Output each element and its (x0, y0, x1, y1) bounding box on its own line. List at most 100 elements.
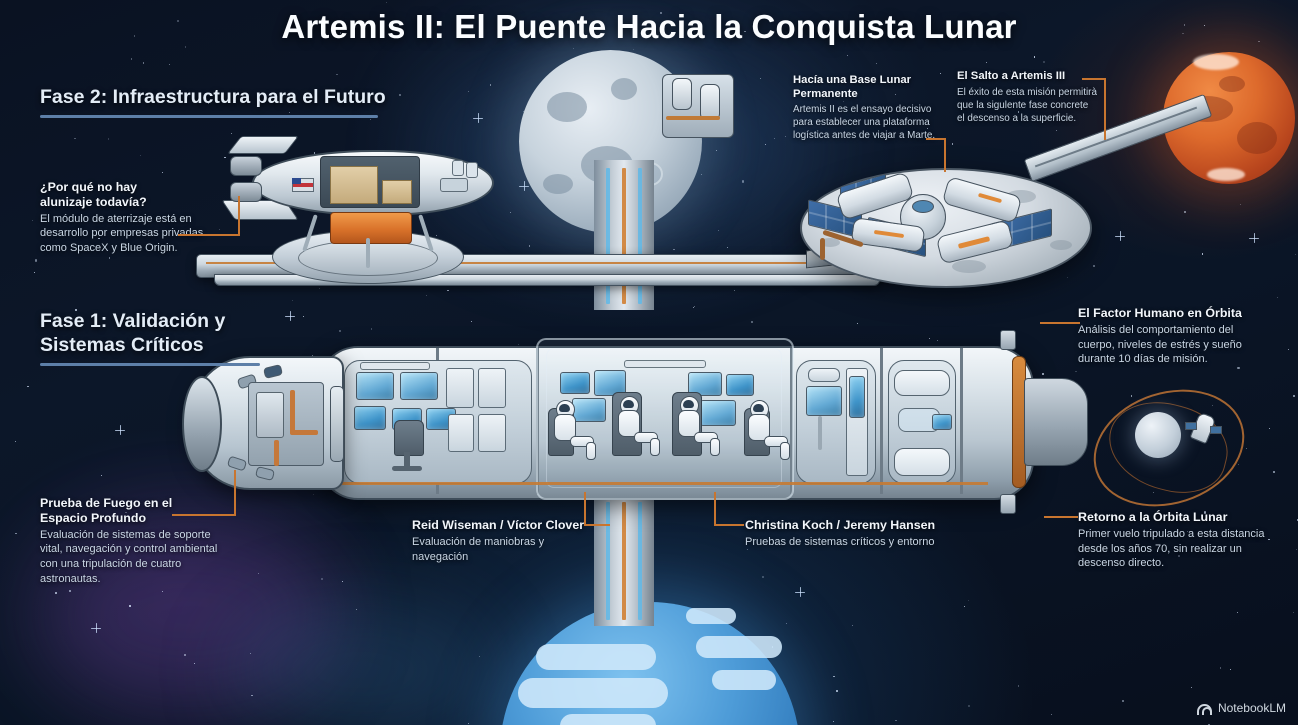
shuttle-window-a (452, 160, 464, 176)
main-engine-bell (1024, 378, 1088, 466)
callout-crew-right-title: Christina Koch / Jeremy Hansen (745, 518, 936, 532)
callout-lander: ¿Por qué no hay alunizaje todavía? El mó… (40, 180, 210, 256)
hull-seam-3 (790, 348, 793, 494)
capsule-docking-ring (330, 386, 344, 462)
orbit-spacecraft-panel-right (1210, 426, 1222, 434)
capsule-heatshield (182, 376, 222, 472)
bunk-lower (894, 448, 950, 476)
control-locker-2 (478, 414, 506, 452)
callout-return-orbit-title: Retorno a la Órbita Lunar (1078, 510, 1228, 524)
watermark: NotebookLM (1196, 701, 1286, 715)
capsule-avionics-box (256, 392, 284, 438)
callout-lander-body: El módulo de aterrizaje está en desarrol… (40, 212, 204, 254)
mast-power-line (622, 168, 626, 304)
phase-1-heading: Fase 1: Validación y Sistemas Críticos (40, 310, 290, 366)
leader-line-lunar-base (926, 138, 948, 172)
life-support-hose (818, 416, 822, 450)
control-screen-2 (400, 372, 438, 400)
cargo-crate-large (330, 166, 378, 204)
us-flag-canton (292, 178, 301, 184)
cabin-screen-1 (560, 372, 590, 394)
callout-human-factor-body: Análisis del comportamiento del cuerpo, … (1078, 323, 1242, 366)
callout-lunar-base-title-line1: Hacía una Base Lunar (793, 74, 912, 86)
control-panel-2 (478, 368, 506, 408)
life-support-tank (808, 368, 840, 382)
callout-human-factor: El Factor Humano en Órbita Análisis del … (1078, 306, 1258, 367)
cargo-crate-small (382, 180, 412, 204)
rcs-thruster-top (1000, 330, 1016, 350)
callout-deep-space: Prueba de Fuego en el Espacio Profundo E… (40, 496, 236, 586)
callout-lunar-base-body: Artemis II es el ensayo decisivo para es… (793, 104, 936, 142)
capsule-plumbing-a (290, 390, 295, 434)
callout-crew-left-body: Evaluación de maniobras y navegación (412, 535, 545, 563)
mast-data-line-1 (606, 168, 610, 304)
command-chair-foot (392, 466, 422, 471)
mast-power-line-2 (622, 502, 626, 620)
command-chair (394, 420, 424, 456)
callout-artemis-three-body: El éxito de esta misión permitirà que la… (957, 86, 1097, 124)
docking-node-conduit (666, 116, 720, 120)
callout-deep-space-body: Evaluación de sistemas de soporte vital,… (40, 528, 218, 585)
watermark-label: NotebookLM (1217, 701, 1286, 715)
page-title: Artemis II: El Puente Hacia la Conquista… (281, 8, 1017, 45)
phase-1-label-line2: Sistemas Críticos (40, 333, 204, 356)
shuttle-tailfin (226, 136, 300, 154)
control-screen-3 (354, 406, 386, 430)
base-hub-porthole (912, 200, 934, 213)
callout-lunar-base-title-line2: Permanente (793, 87, 858, 100)
cabin-ceiling-light (624, 360, 706, 368)
shuttle-window-b (466, 162, 478, 178)
callout-return-orbit-body: Primer vuelo tripulado a esta distancia … (1078, 527, 1265, 570)
capsule-plumbing-c (274, 440, 279, 466)
crew-cabin-glass-inner (546, 348, 782, 488)
cabin-console-screen-right (700, 400, 736, 426)
callout-crew-right: Christina Koch / Jeremy Hansen Pruebas d… (745, 518, 945, 550)
cabin-screen-4 (726, 374, 754, 396)
cabin-screen-2 (594, 370, 626, 396)
docking-node-tank-a (672, 78, 692, 110)
phase-2-rule (40, 114, 378, 118)
shuttle-engine-a (230, 156, 262, 176)
hull-keel-stripe (342, 482, 988, 485)
callout-human-factor-title: El Factor Humano en Órbita (1078, 306, 1242, 320)
supply-locker-display (849, 376, 865, 418)
docking-node-tank-b (700, 84, 720, 120)
medical-monitor (806, 386, 842, 416)
mast-data-line-4 (638, 502, 642, 620)
phase-1-label-line1: Fase 1: Validación y (40, 310, 226, 332)
lunar-lander-module (330, 212, 412, 244)
callout-lunar-base: Hacía una Base Lunar Permanente Artemis … (793, 74, 943, 143)
callout-lander-title-line2: alunizaje todavía? (40, 194, 147, 209)
shuttle-engine-b (230, 182, 262, 202)
callout-crew-right-body: Pruebas de sistemas críticos y entorno (745, 535, 935, 548)
shuttle-nose-window (440, 178, 468, 192)
callout-crew-left: Reid Wiseman / Víctor Clover Evaluación … (412, 518, 602, 564)
capsule-plumbing-b (290, 430, 318, 435)
hull-seam-4 (880, 348, 883, 494)
command-chair-base (404, 452, 410, 468)
mast-data-line-3 (606, 502, 610, 620)
phase-2-label: Fase 2: Infraestructura para el Futuro (40, 86, 386, 108)
mast-data-line-2 (638, 168, 642, 304)
callout-artemis-three-title: El Salto a Artemis III (957, 70, 1066, 82)
upper-deck-power-stripe (206, 262, 886, 264)
callout-return-orbit: Retorno a la Órbita Lunar Primer vuelo t… (1078, 510, 1268, 571)
quarters-display (932, 414, 952, 430)
callout-artemis-three: El Salto a Artemis III El éxito de esta … (957, 70, 1097, 125)
leader-line-return-orbit (1044, 516, 1078, 518)
control-panel-1 (446, 368, 474, 408)
phase-2-heading: Fase 2: Infraestructura para el Futuro (40, 86, 390, 118)
notebooklm-icon (1196, 702, 1212, 715)
base-conduit-riser (820, 238, 825, 260)
callout-deep-space-title-line2: Espacio Profundo (40, 510, 147, 525)
rcs-thruster-bottom (1000, 494, 1016, 514)
phase-1-rule (40, 362, 260, 366)
ceiling-light-left (360, 362, 430, 370)
orbit-moon (1135, 412, 1181, 458)
callout-crew-left-title: Reid Wiseman / Víctor Clover (412, 518, 585, 532)
bunk-upper (894, 370, 950, 396)
leader-line-human-factor (1040, 322, 1080, 324)
control-screen-1 (356, 372, 394, 400)
lander-leg-center (366, 238, 370, 268)
